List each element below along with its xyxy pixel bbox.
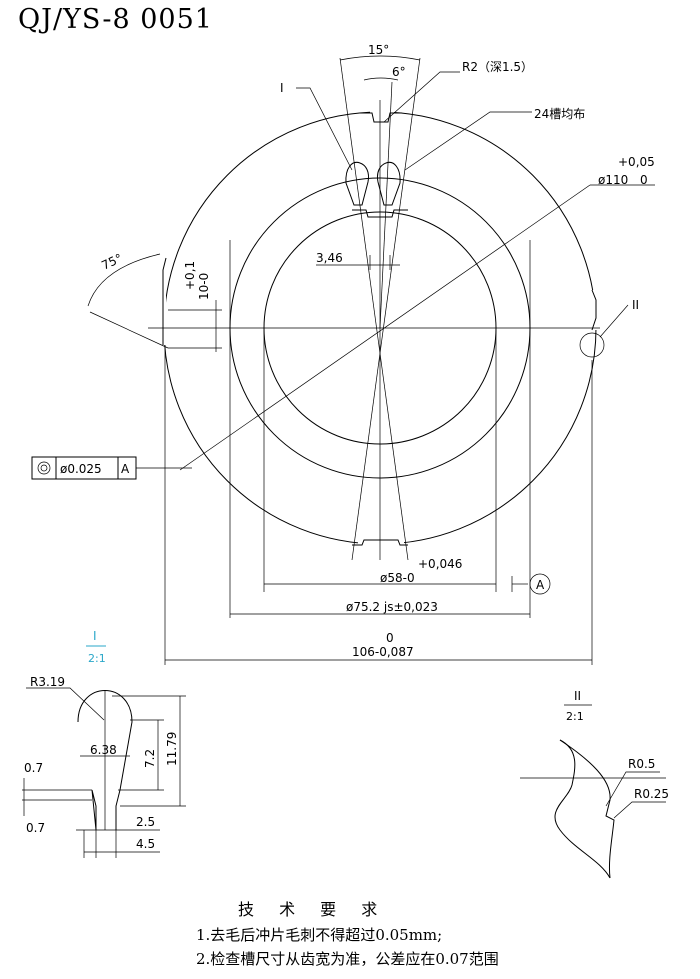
outer-tol-lower: 0 — [640, 173, 648, 187]
r319-label: R3.19 — [30, 675, 65, 689]
top-edge-slot — [360, 112, 402, 123]
r05-label: R0.5 — [628, 757, 655, 771]
dia-110-leader — [179, 184, 591, 471]
slot-left — [345, 161, 369, 206]
detail-1-view: I 2:1 R3.19 6.38 7.2 11.79 0.7 0.7 2.5 4… — [22, 629, 186, 858]
detail-1-label: I — [93, 629, 97, 643]
angle-15-label: 15° — [368, 43, 389, 57]
h1179-label: 11.79 — [165, 732, 179, 766]
r025-label: R0.25 — [634, 787, 669, 801]
datum-a-label: A — [536, 578, 545, 592]
inner-tol-label: +0,046 — [418, 557, 462, 571]
angle-75-label: 75° — [99, 251, 124, 273]
drawing-number: QJ/YS-8 0051 — [18, 4, 213, 35]
key-tol-label: +0,1 — [183, 261, 197, 290]
bottom-notch — [352, 539, 408, 546]
d07b-label: 0.7 — [26, 821, 45, 835]
detail-ref-2: II — [632, 298, 639, 312]
inner-dia-label: ø58-0 — [380, 571, 415, 585]
d25-label: 2.5 — [136, 815, 155, 829]
mid-dia-label: ø75.2 js±0,023 — [346, 600, 438, 614]
gdt-value: ø0.025 — [60, 462, 102, 476]
datum-a-symbol — [529, 573, 551, 595]
key-dim-label: 10-0 — [197, 273, 211, 300]
d07a-label: 0.7 — [24, 761, 43, 775]
requirement-1: 1.去毛后冲片毛刺不得超过0.05mm; — [196, 926, 443, 944]
outer-tol-upper: +0,05 — [618, 155, 655, 169]
overall-dim-label: 106-0,087 — [352, 645, 414, 659]
notch-outline-left — [554, 739, 611, 879]
slot-right — [377, 161, 401, 206]
detail-ref-1: I — [280, 81, 284, 95]
detail-2-scale: 2:1 — [566, 710, 584, 723]
slot-profile — [77, 690, 133, 831]
main-view: 15° 6° R2（深1.5） 24槽均布 I ø110 +0,05 0 3,4… — [31, 43, 655, 665]
tooth-width-label: 3,46 — [316, 251, 343, 265]
detail-2-view: II 2:1 R0.5 R0.25 — [520, 689, 669, 879]
h72-label: 7.2 — [143, 749, 157, 768]
requirements-heading: 技 术 要 求 — [238, 900, 388, 919]
gdt-frame: ø0.025 A — [31, 456, 192, 480]
technical-drawing: 15° 6° R2（深1.5） 24槽均布 I ø110 +0,05 0 3,4… — [22, 43, 669, 879]
key-flat — [162, 257, 167, 345]
angle-6-label: 6° — [392, 65, 406, 79]
slot-radius-label: R2（深1.5） — [462, 60, 533, 74]
gdt-datum: A — [121, 462, 130, 476]
d45-label: 4.5 — [136, 837, 155, 851]
notch-right — [591, 289, 597, 331]
detail-2-label: II — [574, 689, 581, 703]
detail-2-circle — [579, 332, 605, 358]
slot-count-label: 24槽均布 — [534, 107, 585, 121]
notch-outline — [559, 739, 615, 879]
w638-label: 6.38 — [90, 743, 117, 757]
overall-upper-label: 0 — [386, 631, 394, 645]
detail-1-scale: 2:1 — [88, 652, 106, 665]
outer-dia-label: ø110 — [598, 173, 628, 187]
requirement-2: 2.检查槽尺寸从齿宽为准，公差应在0.07范围 — [196, 950, 499, 968]
